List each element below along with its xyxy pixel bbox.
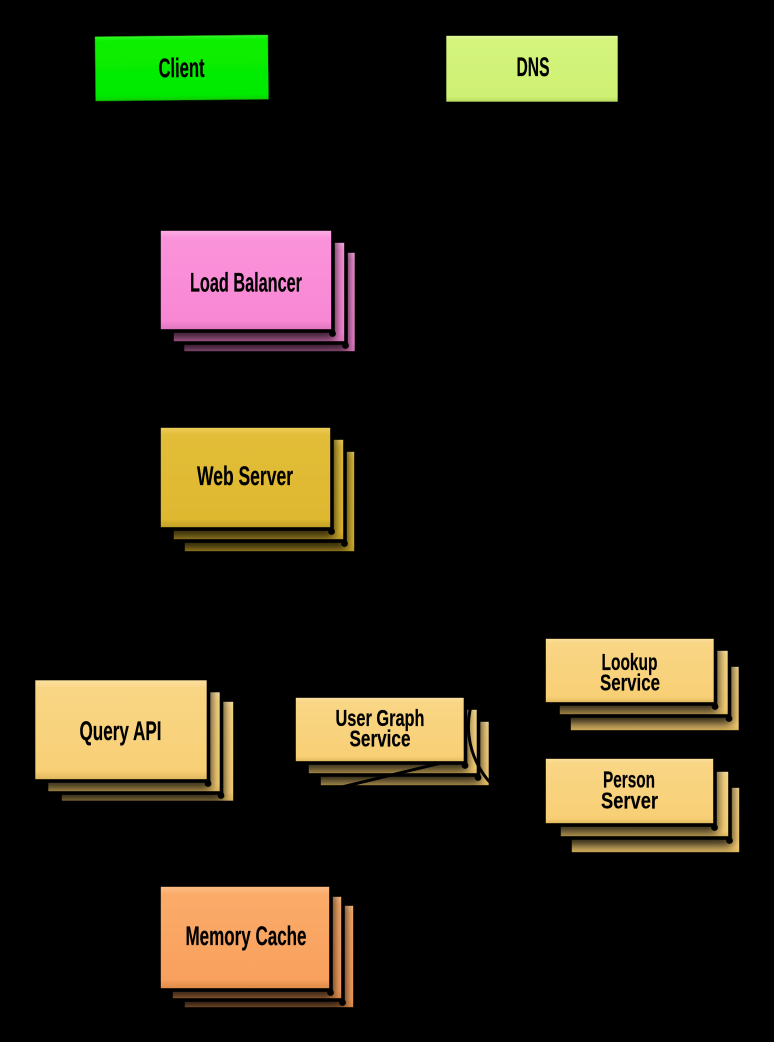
svg-text:Load Balancer: Load Balancer <box>190 268 302 298</box>
svg-text:Web Server: Web Server <box>197 461 293 491</box>
svg-text:Lookup: Lookup <box>602 649 658 675</box>
svg-text:Memory Cache: Memory Cache <box>186 921 307 951</box>
svg-text:Service: Service <box>600 670 660 696</box>
svg-text:Person: Person <box>603 767 655 793</box>
svg-text:User Graph: User Graph <box>336 705 425 731</box>
svg-text:Client: Client <box>158 53 204 83</box>
svg-text:Service: Service <box>350 726 411 752</box>
svg-text:Server: Server <box>601 788 658 814</box>
svg-text:DNS: DNS <box>517 52 550 82</box>
svg-text:Query API: Query API <box>80 716 162 746</box>
